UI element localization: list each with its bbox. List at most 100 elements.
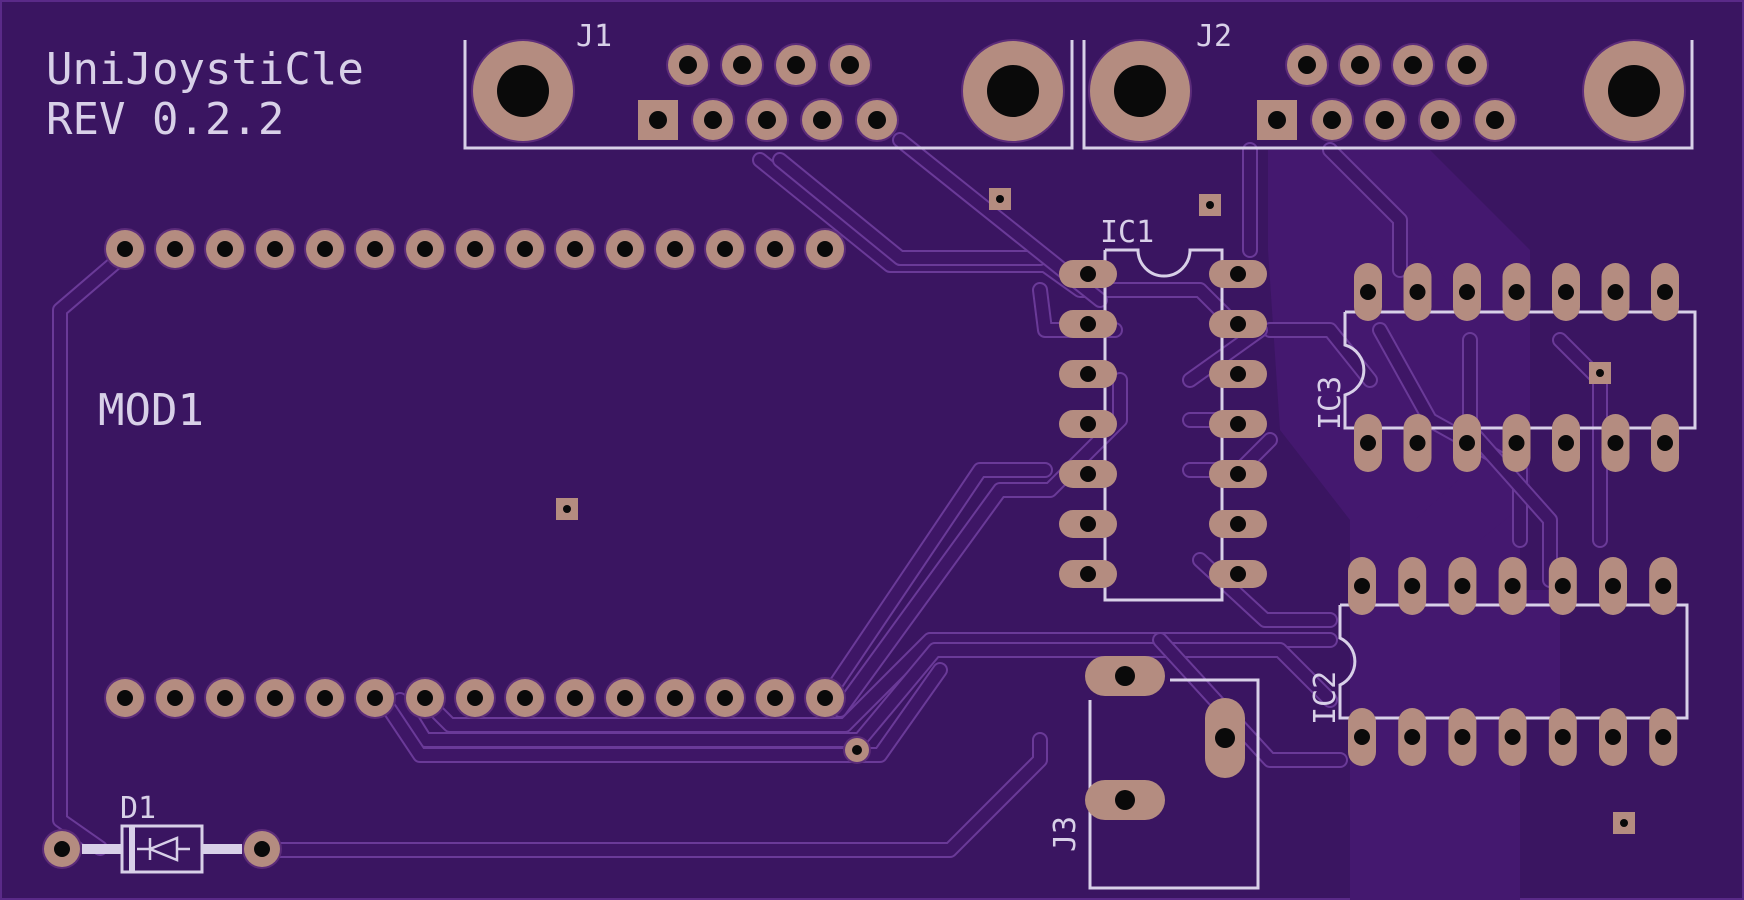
ic3-pin-bottom-hole [1459, 435, 1475, 451]
ic2-pin-top-hole [1504, 578, 1521, 594]
ic1-pin-left-hole [1080, 516, 1096, 532]
trace [819, 464, 1051, 706]
mod1-pad-bottom-hole [367, 690, 383, 706]
ref-j1: J1 [576, 19, 612, 54]
ic3-pin-bottom-hole [1607, 435, 1624, 451]
j1-mount-hole-hole [987, 65, 1039, 117]
ic3-pin-bottom-hole [1657, 435, 1673, 451]
mod1-pad-top-hole [617, 241, 633, 257]
trace [264, 734, 1046, 856]
trace [1184, 324, 1266, 386]
ic1-pin-left-hole [1080, 266, 1096, 282]
j2-pad-hole [1351, 56, 1369, 74]
j2-pad-hole [1458, 56, 1476, 74]
ic3-pin-top-hole [1558, 284, 1574, 300]
trace [384, 664, 946, 761]
ic3-outline [1343, 310, 1697, 430]
ic2-pin-top-hole [1404, 578, 1421, 594]
trace [54, 244, 136, 854]
trace [394, 644, 1336, 746]
j1-pad-hole [758, 111, 776, 129]
mod1-pad-bottom-hole [467, 690, 483, 706]
ic1-pin-right-hole [1230, 566, 1246, 582]
j1-mount-hole-hole [497, 65, 549, 117]
j2-pad-hole [1323, 111, 1341, 129]
d1-lead-left [82, 844, 122, 854]
j1-pad-hole [704, 111, 722, 129]
j3-pad-hole [1115, 790, 1135, 810]
trace [414, 634, 1336, 731]
mod1-pad-top-hole [717, 241, 733, 257]
mod1-pad-top-hole [267, 241, 283, 257]
d1-lead-right [202, 844, 242, 854]
trace [1324, 144, 1406, 276]
d1-pad-hole [54, 841, 70, 857]
j3-pad-hole [1115, 666, 1135, 686]
ic2-pin-top-hole [1454, 578, 1471, 594]
j1-pad-hole [841, 56, 859, 74]
ic3-pin-bottom-hole [1558, 435, 1574, 451]
via-round-hole [852, 745, 862, 755]
mod1-pad-bottom-hole [267, 690, 283, 706]
diode-icon [137, 836, 190, 862]
mod1-pad-bottom-hole [517, 690, 533, 706]
ref-j3: J3 [1048, 816, 1083, 852]
ic2-pin-top-hole [1655, 578, 1672, 594]
d1-pad-hole [254, 841, 270, 857]
mod1-pad-top-hole [117, 241, 133, 257]
ic1-pin-right-hole [1230, 516, 1246, 532]
ic2-pin-bottom-hole [1354, 729, 1370, 745]
ic2-pin-top-hole [1554, 578, 1571, 594]
ic3-pin-top-hole [1409, 284, 1426, 300]
ic1-pin-left-hole [1080, 316, 1096, 332]
ic1-outline [1103, 248, 1224, 602]
j2-pad-hole [1431, 111, 1449, 129]
ic2-pin-bottom-hole [1554, 729, 1571, 745]
mod1-pad-bottom-hole [717, 690, 733, 706]
mod1-pad-top-hole [567, 241, 583, 257]
ic2-pin-bottom-hole [1655, 729, 1672, 745]
ic1-pin-right-hole [1230, 416, 1246, 432]
j1-pad-hole [787, 56, 805, 74]
via-square-hole [1620, 819, 1628, 827]
ic1-pin-right-hole [1230, 316, 1246, 332]
board-revision: REV 0.2.2 [46, 94, 284, 145]
ic3-pin-bottom-hole [1409, 435, 1426, 451]
ic2-pin-top-hole [1354, 578, 1370, 594]
ic1-pin-left-hole [1080, 466, 1096, 482]
ic1-pin-left-hole [1080, 366, 1096, 382]
j2-pad-1-hole [1268, 111, 1286, 129]
ic2-pin-top-hole [1605, 578, 1621, 594]
mod1-pad-bottom-hole [217, 690, 233, 706]
ref-ic1: IC1 [1100, 215, 1154, 250]
mod1-pad-bottom-hole [417, 690, 433, 706]
ref-mod1: MOD1 [98, 385, 204, 436]
j1-pad-hole [813, 111, 831, 129]
j2-mount-hole-hole [1114, 65, 1166, 117]
pads [42, 39, 1686, 869]
j2-mount-hole-hole [1608, 65, 1660, 117]
mod1-pad-top-hole [367, 241, 383, 257]
ref-j2: J2 [1196, 19, 1232, 54]
copper-pour-region [1360, 150, 1530, 600]
ic1-pin-left-hole [1080, 566, 1096, 582]
mod1-pad-top-hole [767, 241, 783, 257]
ic3-pin-top-hole [1459, 284, 1475, 300]
mod1-pad-bottom-hole [817, 690, 833, 706]
silkscreen-text: UniJoystiCle REV 0.2.2 J1 J2 IC1 MOD1 D1… [46, 19, 1348, 852]
mod1-pad-bottom-hole [167, 690, 183, 706]
ic1-pin-right-hole [1230, 266, 1246, 282]
via-square-hole [563, 505, 571, 513]
mod1-pad-top-hole [217, 241, 233, 257]
mod1-pad-top-hole [167, 241, 183, 257]
ic1-pin-left-hole [1080, 416, 1096, 432]
trace [1464, 334, 1556, 586]
ic1-pin-right-hole [1230, 466, 1246, 482]
ic3-pin-top-hole [1360, 284, 1376, 300]
mod1-pad-top-hole [817, 241, 833, 257]
mod1-pad-bottom-hole [667, 690, 683, 706]
j2-outline [1082, 40, 1694, 150]
j3-outline [1088, 678, 1260, 890]
j1-pad-hole [868, 111, 886, 129]
